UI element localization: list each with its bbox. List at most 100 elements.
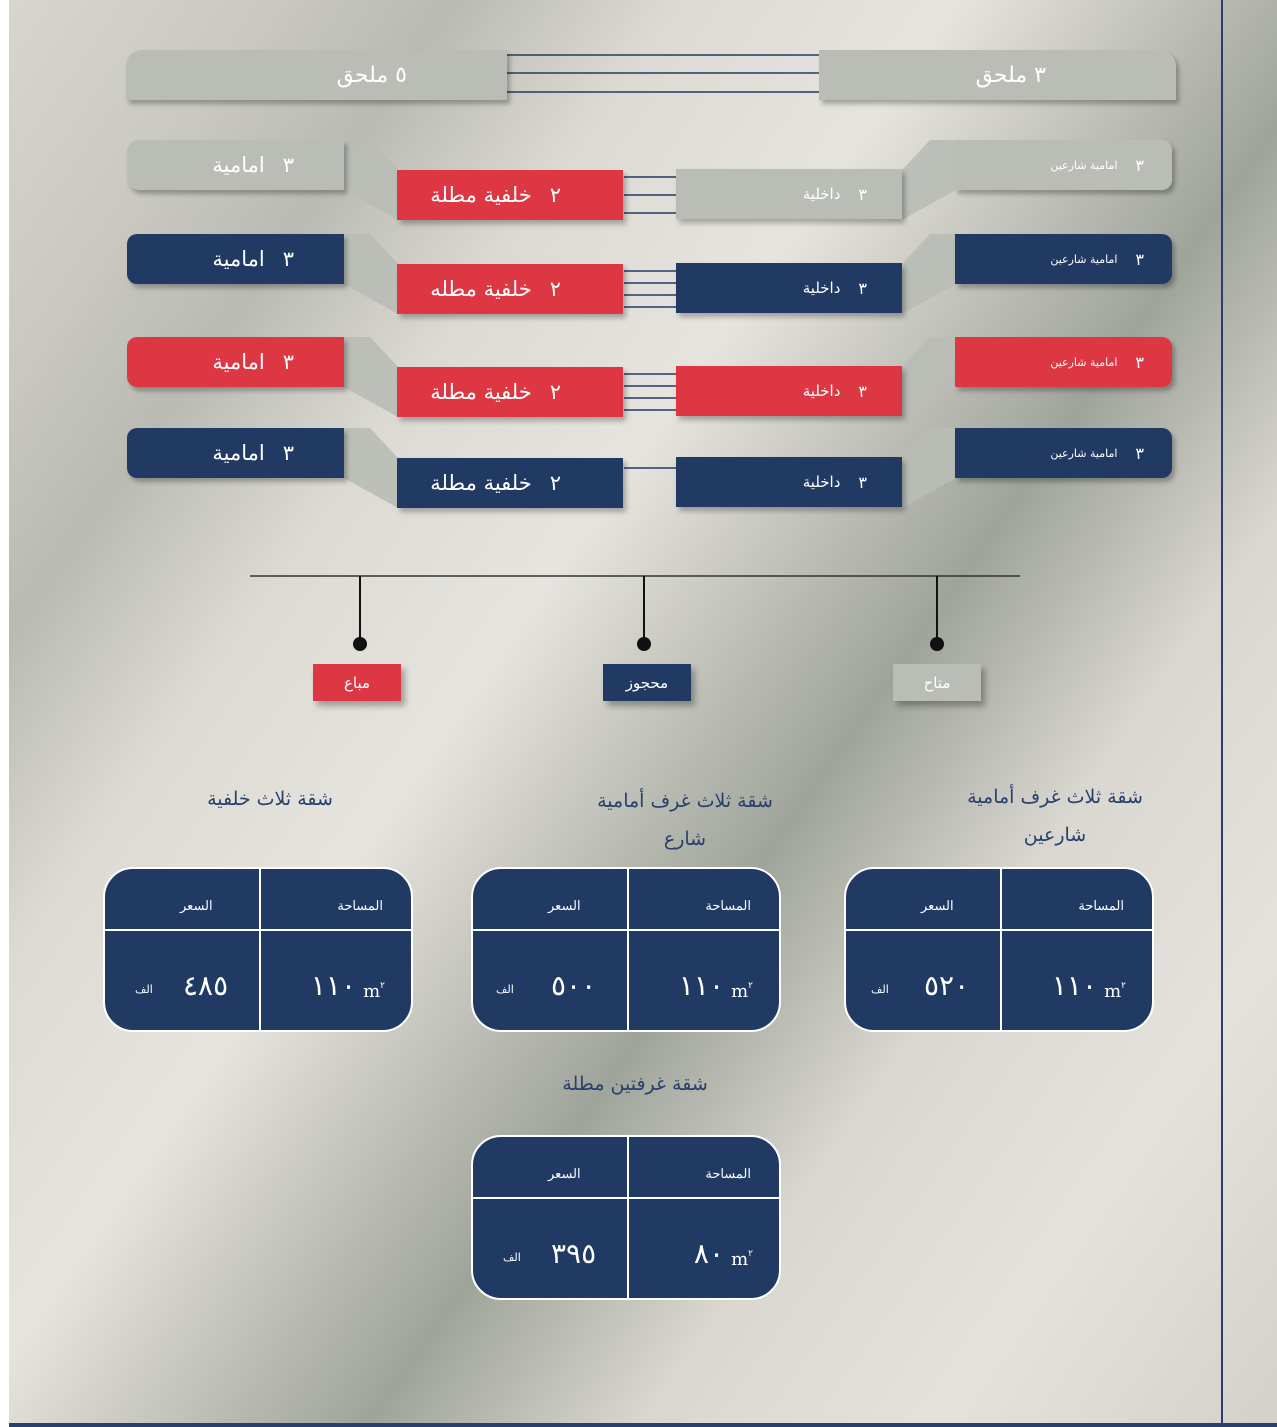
apartment-count: ٣ <box>858 278 867 298</box>
apartment-type-label: داخلية <box>802 473 841 491</box>
apartment-type-label: امامية <box>212 441 265 465</box>
apartment-type-label: امامية شارعين <box>1050 446 1118 460</box>
price-header: السعر <box>921 899 954 914</box>
price-value: ٣٩٥ <box>551 1237 597 1270</box>
area-unit: m٢ <box>363 981 385 1002</box>
unit-title-line1: شقة ثلاث غرف أمامية <box>967 786 1143 808</box>
area-header: المساحة <box>705 899 751 914</box>
legend-available: متاح <box>893 664 981 701</box>
unit-title: شقة غرفتين مطلة <box>520 1065 750 1103</box>
legend-sold: مباع <box>313 664 401 701</box>
apartment-count: ٣ <box>282 247 294 271</box>
price-unit: الف <box>135 983 153 996</box>
apartment-type-label: خلفية مطلة <box>430 183 532 207</box>
unit-price-card: المساحة السعر ١١٠ m٢ ٤٨٥ الف <box>103 867 413 1032</box>
area-header: المساحة <box>705 1167 751 1182</box>
apartment-count: ٣ <box>858 381 867 401</box>
unit-block-back-view: ٢ خلفية مطله <box>397 264 623 314</box>
price-header: السعر <box>548 899 581 914</box>
apartment-count: ٢ <box>549 380 561 404</box>
area-unit: m٢ <box>731 981 753 1002</box>
apartment-type-label: امامية <box>212 153 265 177</box>
unit-block-street-front: ٣ امامية شارعين <box>955 140 1172 190</box>
unit-block-front: ٣ امامية <box>127 234 344 284</box>
annex-right-label: ٣ ملحق <box>975 62 1046 88</box>
unit-title-line1: شقة ثلاث خلفية <box>207 788 333 810</box>
annex-right: ٣ ملحق <box>819 50 1176 100</box>
unit-block-inner: ٣ داخلية <box>676 366 902 416</box>
area-value: ٨٠ <box>693 1237 724 1270</box>
apartment-type-label: داخلية <box>802 279 841 297</box>
apartment-count: ٣ <box>1135 443 1144 463</box>
floor-connector <box>344 428 956 508</box>
legend-connector <box>250 575 1020 651</box>
price-unit: الف <box>496 983 514 996</box>
legend-reserved: محجوز <box>603 664 691 701</box>
apartment-count: ٣ <box>282 441 294 465</box>
apartment-count: ٣ <box>282 350 294 374</box>
unit-title-line2: شارعين <box>1023 824 1087 846</box>
unit-title: شقة ثلاث خلفية <box>150 780 390 818</box>
apartment-count: ٣ <box>282 153 294 177</box>
apartment-count: ٣ <box>1135 352 1144 372</box>
unit-block-inner: ٣ داخلية <box>676 457 902 507</box>
price-value: ٥٢٠ <box>924 969 970 1002</box>
price-header: السعر <box>548 1167 581 1182</box>
right-border-rule <box>1221 0 1223 1427</box>
unit-block-street-front: ٣ امامية شارعين <box>955 337 1172 387</box>
apartment-type-label: امامية شارعين <box>1050 355 1118 369</box>
area-header: المساحة <box>337 899 383 914</box>
area-header: المساحة <box>1078 899 1124 914</box>
unit-price-card: المساحة السعر ٨٠ m٢ ٣٩٥ الف <box>471 1135 781 1300</box>
price-unit: الف <box>503 1251 521 1264</box>
area-unit: m٢ <box>731 1249 753 1270</box>
unit-price-card: المساحة السعر ١١٠ m٢ ٥٢٠ الف <box>844 867 1154 1032</box>
unit-title-line2: شارع <box>663 828 707 850</box>
area-value: ١١٠ <box>678 969 724 1002</box>
apartment-type-label: امامية شارعين <box>1050 158 1118 172</box>
unit-title-line1: شقة ثلاث غرف أمامية <box>597 790 773 812</box>
price-value: ٤٨٥ <box>183 969 229 1002</box>
apartment-count: ٢ <box>549 471 561 495</box>
price-value: ٥٠٠ <box>551 969 597 1002</box>
bottom-border-rule <box>9 1423 1277 1427</box>
area-value: ١١٠ <box>1051 969 1097 1002</box>
apartment-type-label: خلفية مطلة <box>430 380 532 404</box>
price-unit: الف <box>871 983 889 996</box>
apartment-count: ٢ <box>549 277 561 301</box>
unit-title-line1: شقة غرفتين مطلة <box>562 1073 708 1095</box>
unit-price-card: المساحة السعر ١١٠ m٢ ٥٠٠ الف <box>471 867 781 1032</box>
unit-block-back-view: ٢ خلفية مطلة <box>397 367 623 417</box>
unit-block-front: ٣ امامية <box>127 428 344 478</box>
floor-connector <box>344 234 956 314</box>
apartment-type-label: داخلية <box>802 382 841 400</box>
unit-title: شقة ثلاث غرف أمامية شارع <box>560 782 810 858</box>
area-unit: m٢ <box>1104 981 1126 1002</box>
annex-connector-lines <box>500 54 830 93</box>
unit-block-inner: ٣ داخلية <box>676 169 902 219</box>
unit-block-front: ٣ امامية <box>127 337 344 387</box>
apartment-count: ٣ <box>1135 155 1144 175</box>
apartment-count: ٣ <box>858 184 867 204</box>
apartment-count: ٣ <box>858 472 867 492</box>
annex-left: ٥ ملحق <box>126 50 507 100</box>
floor-connector <box>344 337 956 417</box>
apartment-type-label: خلفية مطلة <box>430 471 532 495</box>
unit-title: شقة ثلاث غرف أمامية شارعين <box>930 778 1180 854</box>
page-left-margin <box>0 0 9 1427</box>
apartment-count: ٣ <box>1135 249 1144 269</box>
apartment-type-label: امامية شارعين <box>1050 252 1118 266</box>
unit-block-inner: ٣ داخلية <box>676 263 902 313</box>
unit-block-back-view: ٢ خلفية مطلة <box>397 458 623 508</box>
apartment-type-label: خلفية مطله <box>430 277 532 301</box>
apartment-type-label: امامية <box>212 247 265 271</box>
apartment-type-label: داخلية <box>802 185 841 203</box>
annex-left-label: ٥ ملحق <box>336 62 407 88</box>
price-header: السعر <box>180 899 213 914</box>
floor-connector <box>344 140 956 220</box>
unit-block-street-front: ٣ امامية شارعين <box>955 234 1172 284</box>
area-value: ١١٠ <box>310 969 356 1002</box>
apartment-type-label: امامية <box>212 350 265 374</box>
